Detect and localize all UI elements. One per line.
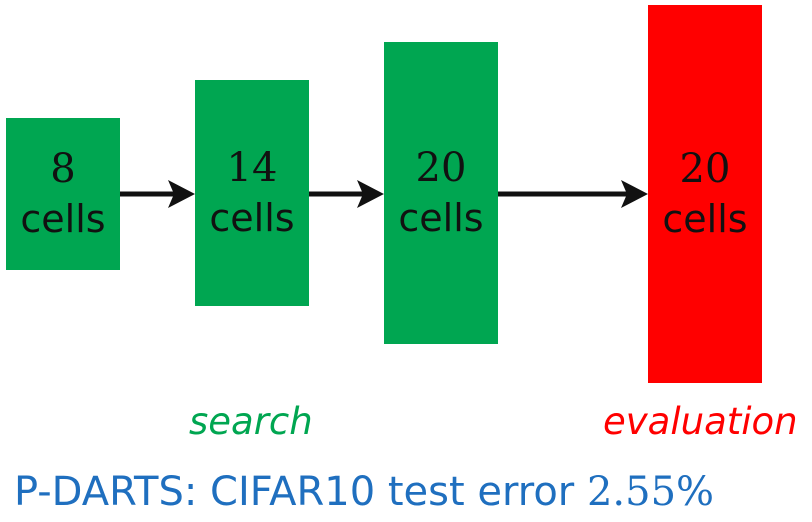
search-phase-label: search <box>189 400 313 443</box>
stage-number: 20 <box>415 145 467 191</box>
arrow-head <box>621 180 648 208</box>
arrow-icon <box>309 180 384 208</box>
caption-text: P-DARTS: CIFAR10 test error <box>14 469 587 515</box>
evaluation-phase-label: evaluation <box>603 400 798 443</box>
stage-unit: cells <box>398 196 484 240</box>
stage-number: 20 <box>679 146 731 192</box>
stage-box-14-cells: 14 cells <box>195 80 309 306</box>
arrow-head <box>357 180 384 208</box>
arrow-icon <box>120 180 195 208</box>
stage-unit: cells <box>662 197 748 241</box>
test-error-value: 2.55% <box>586 469 715 515</box>
result-caption: P-DARTS: CIFAR10 test error 2.55% <box>14 466 714 518</box>
stage-number: 14 <box>226 145 278 191</box>
stage-unit: cells <box>20 197 106 241</box>
stage-number: 8 <box>50 146 76 192</box>
evaluation-box-20-cells: 20 cells <box>648 5 762 383</box>
stage-unit: cells <box>209 196 295 240</box>
arrow-head <box>168 180 195 208</box>
stage-box-8-cells: 8 cells <box>6 118 120 270</box>
stage-box-20-cells: 20 cells <box>384 42 498 344</box>
arrow-icon <box>498 180 648 208</box>
